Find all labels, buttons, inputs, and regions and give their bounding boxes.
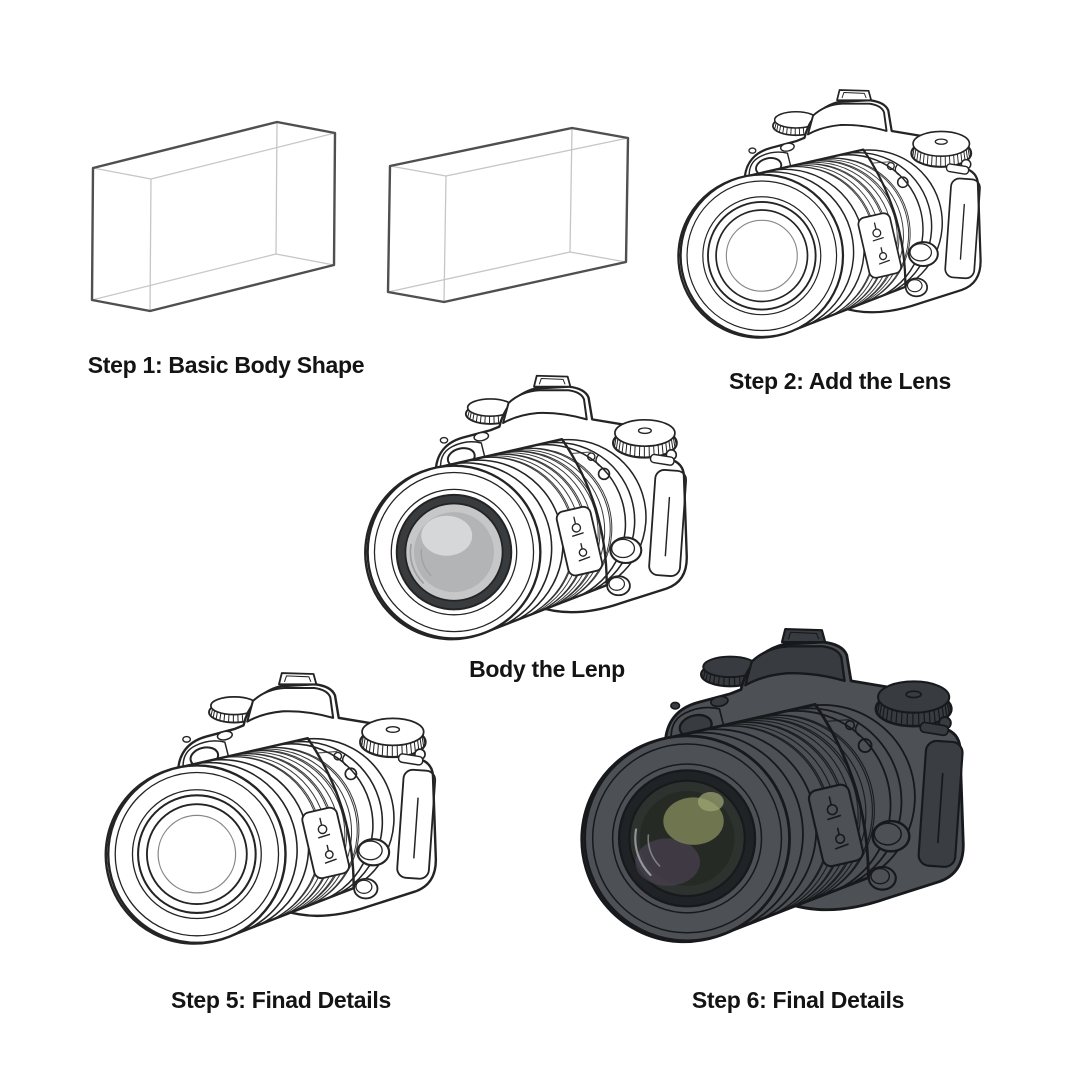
camera-illustration-shaded-lens xyxy=(346,363,722,663)
step-3-label: Body the Lenp xyxy=(469,656,625,682)
step-1-figure xyxy=(75,108,650,323)
step-2-label: Step 2: Add the Lens xyxy=(729,368,951,394)
camera-illustration-line xyxy=(663,78,1011,360)
camera-illustration-final xyxy=(556,614,1008,970)
wireframe-box-2 xyxy=(386,126,630,304)
wireframe-box-1 xyxy=(90,120,337,313)
step-5-figure xyxy=(76,660,482,968)
step-2-figure xyxy=(663,78,1011,360)
step-5-label: Step 5: Finad Details xyxy=(171,987,391,1013)
step-3-figure xyxy=(346,363,722,663)
camera-illustration-line-2 xyxy=(76,660,482,968)
wireframe-boxes-illustration xyxy=(90,120,630,313)
step-6-figure xyxy=(556,614,1008,970)
step-1-label: Step 1: Basic Body Shape xyxy=(87,352,365,378)
step-6-label: Step 6: Final Details xyxy=(691,987,905,1013)
